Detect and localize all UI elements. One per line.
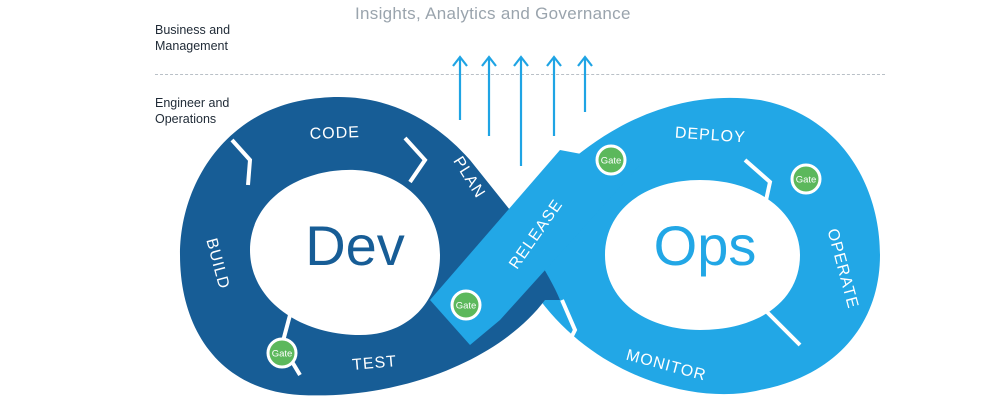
insight-arrows [452, 55, 593, 166]
ops-word: Ops [654, 214, 757, 277]
gate-test: Gate [450, 289, 482, 321]
diagram-title: Insights, Analytics and Governance [355, 4, 631, 23]
arrow-icon [546, 55, 562, 136]
svg-text:Gate: Gate [796, 175, 817, 186]
arrow-icon [513, 55, 529, 166]
gate-release: Gate [595, 144, 627, 176]
arrow-icon [577, 55, 593, 112]
gates: Gate Gate Gate Gate [266, 144, 822, 369]
gate-build: Gate [266, 337, 298, 369]
stage-test: TEST [352, 353, 398, 374]
stage-code: CODE [309, 124, 360, 143]
gate-deploy: Gate [790, 163, 822, 195]
dev-word: Dev [305, 214, 405, 277]
release-band [430, 150, 640, 345]
business-management-label: Business and Management [155, 23, 231, 53]
engineer-operations-label: Engineer and Operations [155, 96, 230, 126]
arrow-icon [452, 55, 468, 120]
svg-text:Gate: Gate [272, 349, 293, 360]
svg-text:Gate: Gate [456, 301, 477, 312]
stage-deploy: DEPLOY [674, 125, 746, 147]
segment-separators [230, 136, 802, 377]
arrow-icon [481, 55, 497, 136]
svg-text:Gate: Gate [601, 156, 622, 167]
